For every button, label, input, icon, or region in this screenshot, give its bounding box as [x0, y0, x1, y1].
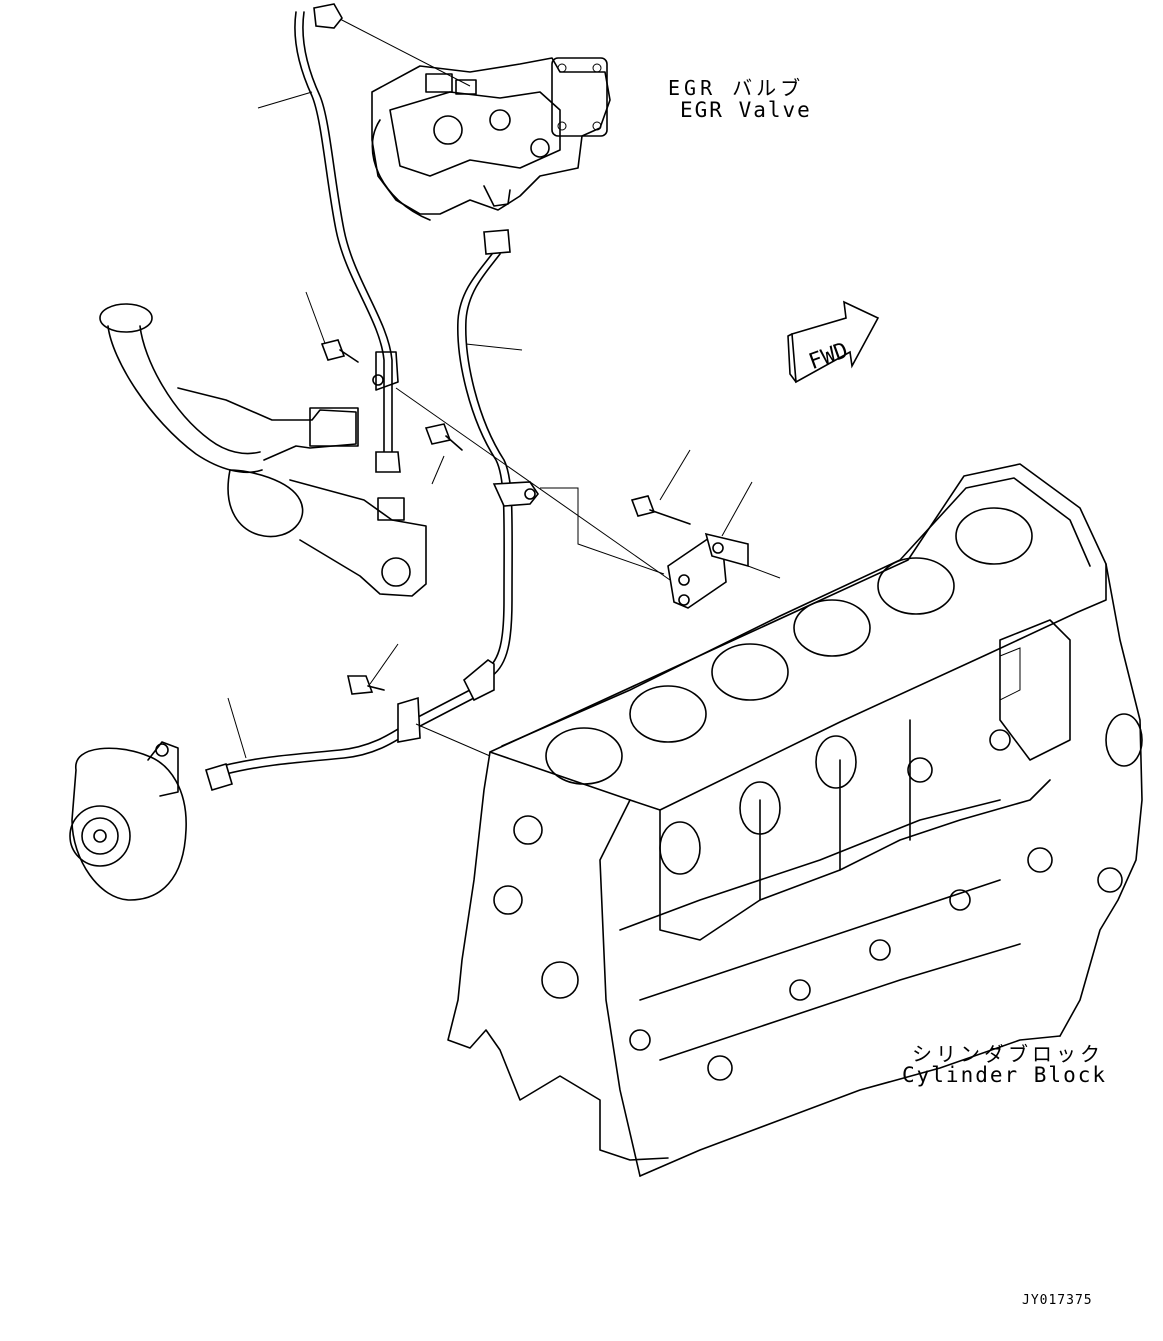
- pump: [69, 741, 187, 901]
- bolt-3: [630, 449, 691, 525]
- cylinder-block: [447, 463, 1143, 1177]
- bolt-1: [305, 291, 359, 363]
- bolt-2: [424, 423, 463, 485]
- cylinder-block-label-jp: シリンダブロック: [912, 1042, 1104, 1066]
- egr-valve-label-en: EGR Valve: [680, 98, 812, 122]
- mounting-bracket: [667, 481, 781, 609]
- cylinder-block-label-en: Cylinder Block: [902, 1063, 1108, 1087]
- tube-left: [257, 3, 401, 473]
- egr-valve: [371, 57, 611, 221]
- egr-valve-label-jp: EGR バルブ: [668, 76, 805, 100]
- tube-clamp: [375, 351, 399, 391]
- tube-right: [457, 229, 539, 677]
- bolt-4: [347, 643, 399, 695]
- oil-filler-assembly: [99, 303, 427, 597]
- drawing-code: JY017375: [1022, 1293, 1093, 1308]
- fwd-arrow: FWD: [787, 300, 880, 384]
- tube-lower: [205, 659, 495, 791]
- leader-line: [337, 17, 471, 87]
